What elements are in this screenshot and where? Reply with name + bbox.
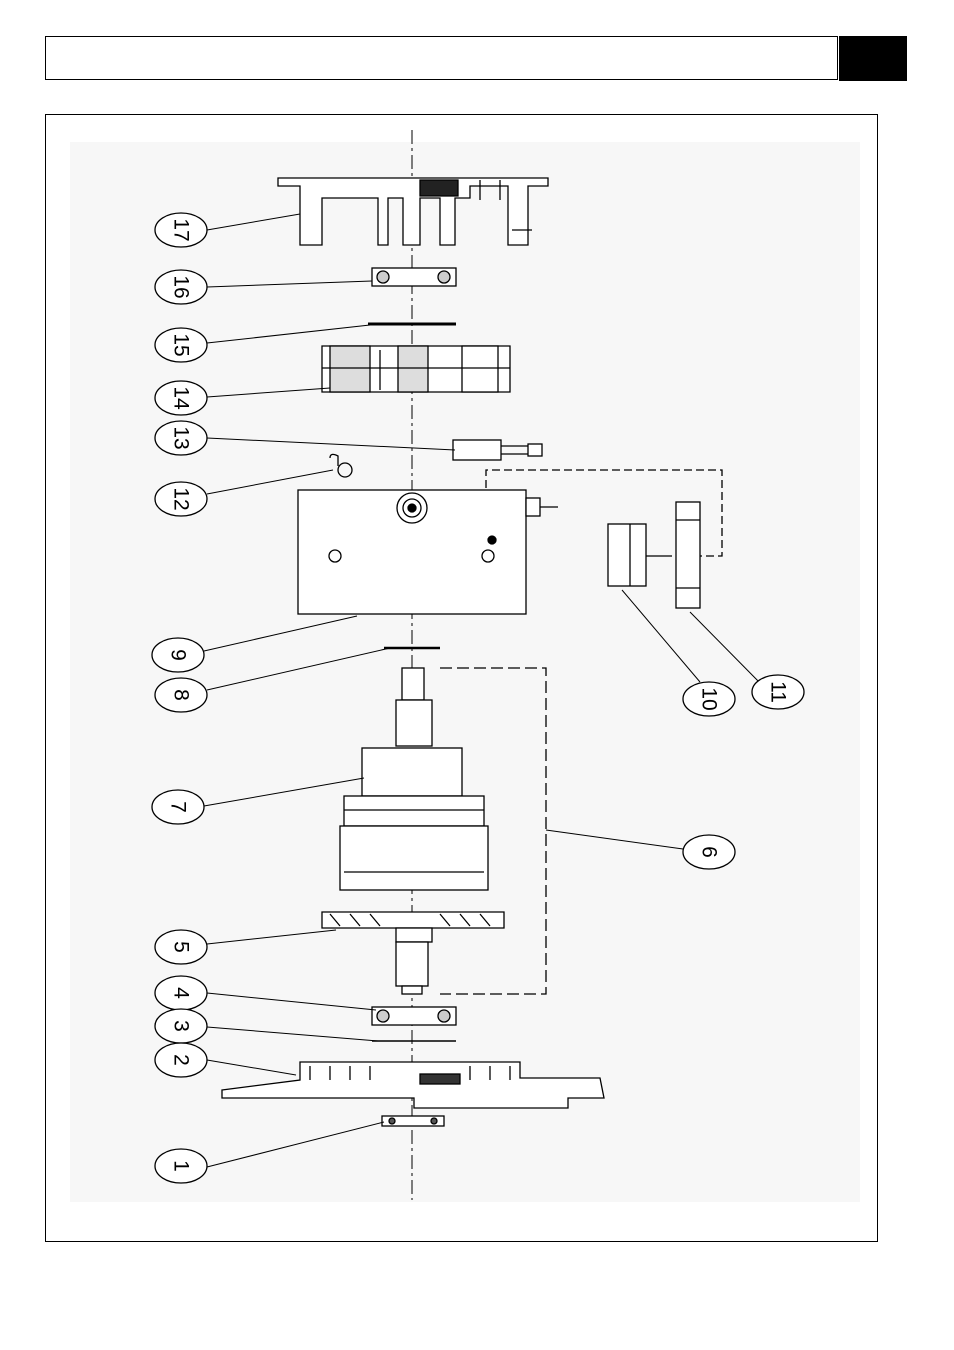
callout-label-17: 17 bbox=[170, 218, 193, 241]
part-14-brush-holder bbox=[322, 346, 510, 392]
callout-label-8: 8 bbox=[170, 689, 193, 701]
part-4-bearing bbox=[372, 1007, 456, 1025]
callout-label-14: 14 bbox=[170, 386, 193, 410]
callout-label-13: 13 bbox=[170, 426, 193, 449]
part-12-spring bbox=[330, 454, 352, 477]
part-13-capacitor bbox=[453, 440, 542, 460]
part-1-bearing bbox=[382, 1116, 444, 1126]
callout-label-10: 10 bbox=[698, 687, 721, 710]
callout-label-4: 4 bbox=[170, 987, 193, 999]
callout-label-3: 3 bbox=[170, 1020, 193, 1032]
part-10-sensor bbox=[608, 524, 672, 586]
callout-label-6: 6 bbox=[698, 846, 721, 858]
callout-label-1: 1 bbox=[170, 1160, 193, 1172]
part-16-bearing bbox=[372, 268, 456, 286]
part-2-base bbox=[222, 1062, 604, 1108]
callout-label-12: 12 bbox=[170, 487, 193, 510]
callout-label-16: 16 bbox=[170, 275, 193, 298]
part-17-top-cover bbox=[278, 178, 548, 245]
callout-label-11: 11 bbox=[767, 681, 790, 703]
callout-label-15: 15 bbox=[170, 333, 193, 356]
callout-label-5: 5 bbox=[170, 941, 193, 953]
callout-label-7: 7 bbox=[167, 801, 190, 813]
part-7-rotor bbox=[340, 668, 488, 890]
part-11-connector bbox=[676, 502, 700, 608]
part-5-fan bbox=[322, 912, 504, 994]
part-9-housing bbox=[298, 470, 722, 614]
callout-label-2: 2 bbox=[170, 1054, 193, 1066]
callout-label-9: 9 bbox=[167, 649, 190, 661]
